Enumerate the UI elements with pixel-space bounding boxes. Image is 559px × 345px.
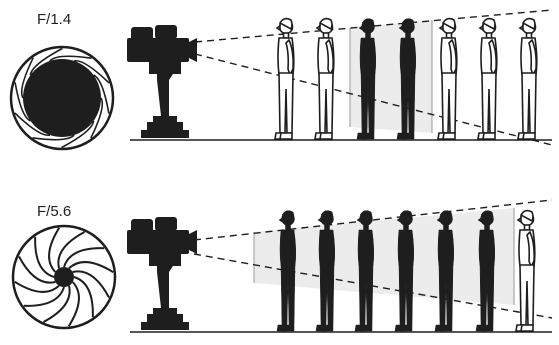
panel-f1-4: F/1.4 <box>11 10 552 149</box>
film-camera-icon <box>127 217 197 330</box>
aperture-diaphragm-icon <box>11 47 113 149</box>
standing-person-icon <box>438 19 457 139</box>
standing-person-icon <box>518 19 537 139</box>
standing-person-icon <box>275 19 294 139</box>
film-camera-icon <box>127 25 197 138</box>
standing-person-icon <box>478 19 497 139</box>
panel-f5-6: F/5.6 <box>13 200 552 332</box>
fstop-label: F/5.6 <box>37 203 71 220</box>
person-row <box>275 19 537 139</box>
standing-person-icon <box>315 19 334 139</box>
standing-person-icon <box>516 211 535 331</box>
aperture-diaphragm-icon <box>13 226 115 328</box>
fstop-label: F/1.4 <box>37 11 71 28</box>
